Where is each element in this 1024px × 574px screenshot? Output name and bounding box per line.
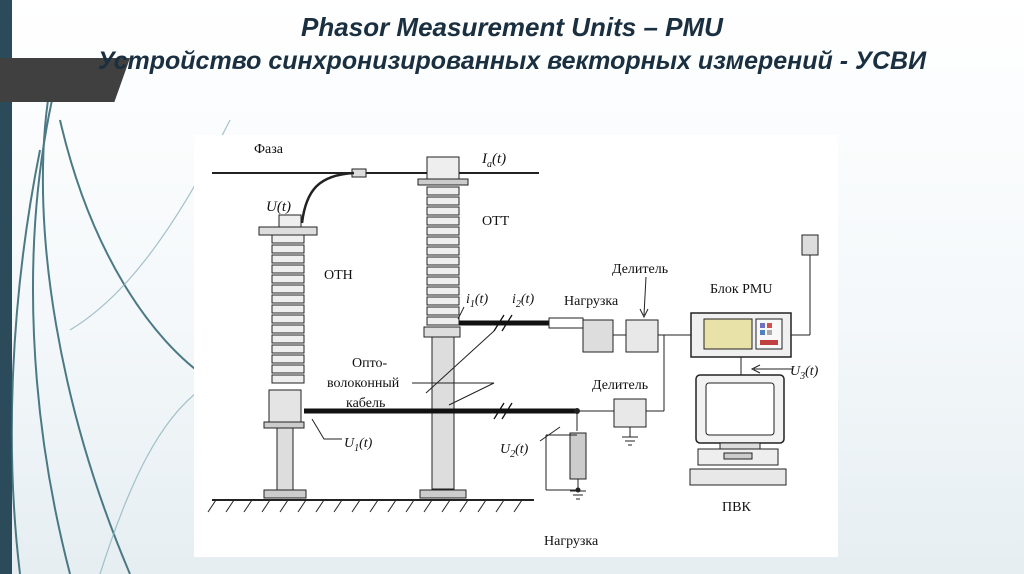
u-t-label: U(t) — [266, 199, 291, 215]
phase-label: Фаза — [254, 142, 284, 157]
fiber-label-3: кабель — [346, 396, 385, 411]
pvk-label: ПВК — [722, 500, 751, 515]
title-accent-tab — [0, 58, 130, 102]
diagram-panel: Фаза Ia(t) U(t) ОТН — [194, 135, 838, 557]
ott-label: ОТТ — [482, 214, 510, 229]
pmu-block-device — [690, 312, 792, 358]
slide-subtitle: Устройство синхронизированных векторных … — [97, 47, 927, 75]
otn-voltage-transformer — [258, 214, 318, 499]
u3-label: U3(t) — [790, 364, 819, 382]
ott-current-transformer — [417, 156, 469, 499]
lower-load-resistor — [569, 432, 587, 480]
otn-label: ОТН — [324, 268, 353, 283]
left-accent-bar — [0, 0, 12, 574]
slide-title: Phasor Measurement Units – PMU — [301, 12, 723, 42]
phase-clamp — [351, 168, 367, 178]
upper-connector — [548, 317, 584, 329]
load-bottom-label: Нагрузка — [544, 534, 599, 549]
ground-line — [207, 499, 534, 513]
lower-divider-box — [613, 398, 647, 428]
upper-load-box — [582, 319, 614, 353]
fiber-label-1: Опто- — [352, 356, 388, 371]
i2-label: i2(t) — [512, 292, 534, 310]
load-top-label: Нагрузка — [564, 294, 619, 309]
u1-label: U1(t) — [344, 436, 373, 454]
pvk-computer — [689, 357, 787, 486]
divider-top-label: Делитель — [612, 262, 668, 277]
fiber-label-2: волоконный — [327, 376, 400, 391]
otn-lead — [300, 171, 355, 224]
slide-title-block: Phasor Measurement Units – PMU Устройств… — [0, 10, 1024, 78]
divider-bottom-label: Делитель — [592, 378, 648, 393]
i1-label: i1(t) — [466, 292, 488, 310]
gps-antenna — [791, 234, 819, 336]
ia-label: Ia(t) — [481, 151, 506, 170]
u2-label: U2(t) — [500, 442, 529, 460]
upper-divider-box — [625, 319, 659, 353]
pmu-diagram: Фаза Ia(t) U(t) ОТН — [207, 142, 819, 549]
pmu-block-label: Блок PMU — [710, 282, 773, 297]
